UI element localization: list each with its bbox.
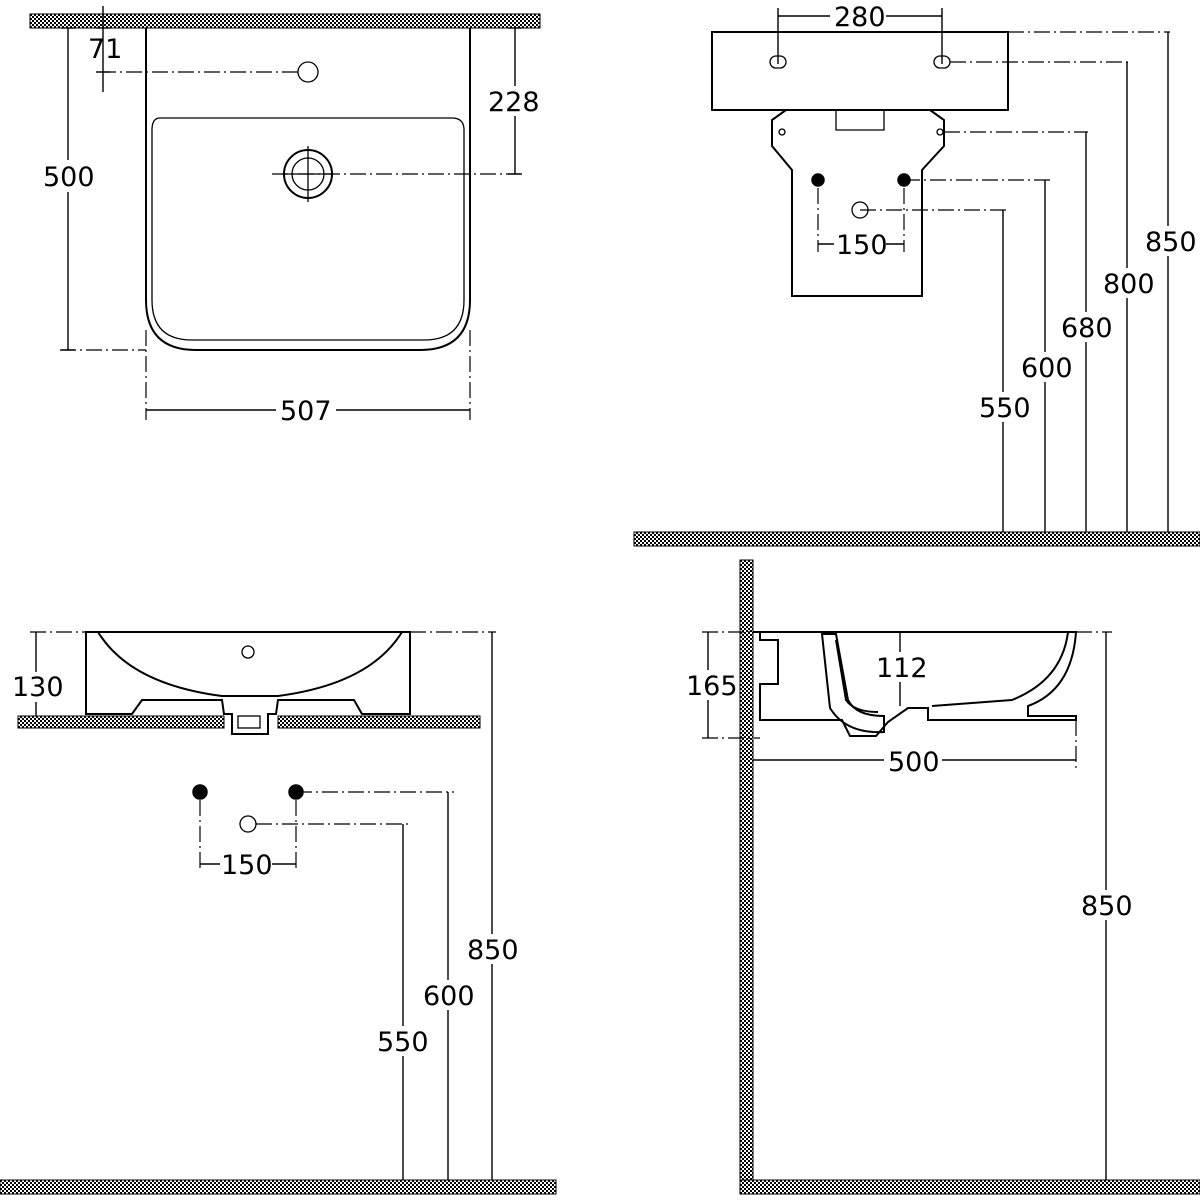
- dim-height-800: 800: [1103, 269, 1155, 300]
- dim-supply-spacing-150: 150: [836, 230, 888, 261]
- supply-left: [811, 173, 825, 187]
- dim-side-height-165: 165: [686, 671, 738, 702]
- dim-height-550-b: 550: [377, 1027, 429, 1058]
- dim-side-height-850: 850: [1081, 891, 1133, 922]
- front-wall-view: 130 150 850 600 550: [0, 631, 557, 1195]
- dim-depth-500: 500: [43, 162, 95, 193]
- bowl-plan-outline: [151, 117, 465, 341]
- wall-section: [29, 13, 541, 29]
- dim-width-507: 507: [280, 396, 332, 427]
- side-view: 165 112 500 850: [684, 559, 1200, 1195]
- supply-left-b: [192, 784, 208, 800]
- overflow-hole: [241, 645, 255, 659]
- dim-height-850-b: 850: [467, 935, 519, 966]
- dim-supply-spacing-150-b: 150: [221, 850, 273, 881]
- basin-bowl-inner: [97, 631, 403, 697]
- floor-b: [0, 1179, 557, 1195]
- dim-height-550: 550: [979, 393, 1031, 424]
- basin-side-section: [753, 631, 1078, 737]
- basin-plan-outline: [145, 28, 471, 351]
- floor-c: [739, 1179, 1200, 1195]
- dim-inner-depth-112: 112: [876, 653, 928, 684]
- dim-height-850: 850: [1145, 227, 1197, 258]
- pedestal-outline: [771, 109, 945, 297]
- dim-tap-spacing-280: 280: [834, 2, 886, 33]
- dim-offset-71: 71: [88, 34, 122, 65]
- dim-height-600: 600: [1021, 353, 1073, 384]
- dim-basin-height-130: 130: [12, 672, 64, 703]
- tap-hole: [297, 61, 319, 83]
- dim-projection-500: 500: [888, 747, 940, 778]
- counter-right: [277, 715, 481, 729]
- basin-section: [85, 631, 411, 735]
- dim-tap-depth-228: 228: [488, 87, 540, 118]
- dim-height-680: 680: [1061, 313, 1113, 344]
- floor: [633, 531, 1200, 547]
- basin-front-body: [711, 31, 1009, 111]
- counter-left: [17, 715, 225, 729]
- waste-trap: [820, 633, 885, 734]
- front-view: 280 850 800 680 600 550 150: [633, 2, 1200, 547]
- dim-height-600-b: 600: [423, 981, 475, 1012]
- waste-outlet-b: [239, 815, 257, 833]
- top-view: 71 228 500 507: [29, 6, 544, 427]
- wall-vertical: [739, 559, 754, 1195]
